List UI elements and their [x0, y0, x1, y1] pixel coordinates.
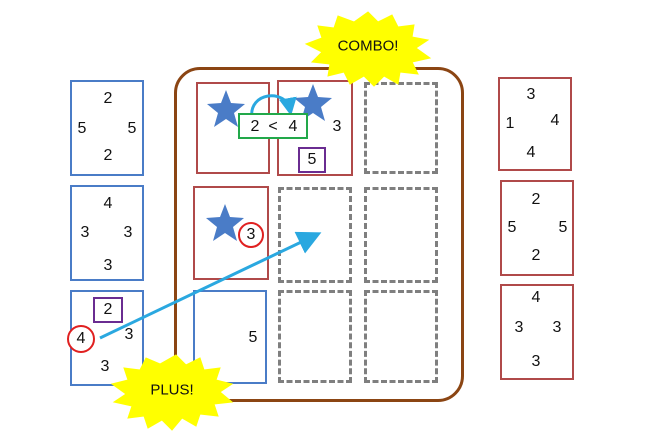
card-bottom-value: 3 [103, 257, 113, 274]
card-left-value: 3 [514, 319, 524, 336]
card-right-value: 3 [124, 326, 134, 343]
card-top-value: 3 [526, 86, 536, 103]
board-card-top-middle-right: 3 [332, 118, 342, 135]
board-card-bottom-left-right: 5 [248, 329, 258, 346]
card-right-value: 5 [127, 120, 137, 137]
comparison-box: 2 < 4 [238, 113, 308, 139]
card-top-value: 2 [103, 90, 113, 107]
board-card-bottom-left: 5 [193, 290, 267, 384]
right-hand-card-2: 2 5 5 2 [500, 180, 574, 276]
card-right-value: 3 [123, 224, 133, 241]
comparison-left-value: 2 [250, 118, 260, 135]
card-bottom-value: 3 [100, 358, 110, 375]
combo-label: COMBO! [337, 37, 399, 55]
left-hand-card-2: 4 3 3 3 [70, 185, 144, 281]
plus-label: PLUS! [150, 381, 194, 399]
card-top-value: 2 [103, 301, 113, 318]
card-bottom-value: 2 [103, 147, 113, 164]
card-left-value: 5 [77, 120, 87, 137]
board-slot-middle-right [364, 187, 438, 283]
comparison-right-value: 4 [288, 118, 298, 135]
card-left-value: 1 [505, 115, 515, 132]
highlight-circle-board: 3 [238, 222, 264, 248]
card-bottom-value: 4 [526, 144, 536, 161]
board-slot-center [278, 187, 352, 283]
card-right-value: 5 [558, 219, 568, 236]
board-slot-bottom-middle [278, 290, 352, 383]
comparison-symbol: < [268, 118, 278, 135]
board-slot-top-right [364, 82, 438, 174]
right-hand-card-1: 3 1 4 4 [498, 77, 572, 171]
card-bottom-value: 3 [531, 353, 541, 370]
highlight-square-bottom: 5 [298, 147, 326, 173]
card-bottom-value: 2 [531, 247, 541, 264]
card-top-value: 4 [103, 195, 113, 212]
highlight-circle-hand: 4 [67, 325, 95, 353]
card-right-value: 4 [550, 112, 560, 129]
card-top-value: 4 [531, 289, 541, 306]
card-left-value: 4 [76, 330, 86, 347]
left-hand-card-1: 2 5 5 2 [70, 80, 144, 176]
board-card-top-middle-bottom: 5 [307, 151, 317, 168]
right-hand-card-3: 4 3 3 3 [500, 284, 574, 380]
card-left-value: 5 [507, 219, 517, 236]
card-left-value: 3 [80, 224, 90, 241]
card-right-value: 3 [552, 319, 562, 336]
board-card-middle-left-right: 3 [246, 226, 256, 243]
highlight-square-top: 2 [93, 297, 123, 323]
board-slot-bottom-right [364, 290, 438, 383]
card-top-value: 2 [531, 191, 541, 208]
